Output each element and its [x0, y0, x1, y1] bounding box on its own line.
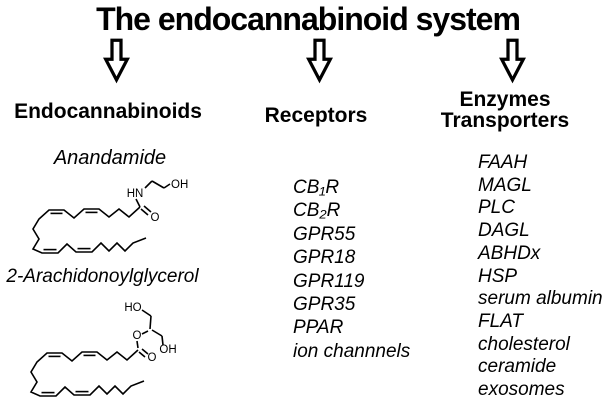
enzyme-item: MAGL	[478, 174, 532, 196]
hydroxyl-atom-label: OH	[171, 179, 188, 191]
acyl-chain-skeleton	[30, 349, 145, 397]
carbonyl-oxygen-label: O	[151, 212, 160, 224]
enzyme-item: PLC	[478, 197, 515, 219]
hydroxyl-top-atom-label: HO	[124, 302, 141, 314]
receptor-item: PPAR	[293, 317, 344, 339]
anandamide-label: Anandamide	[53, 147, 167, 169]
page-title: The endocannabinoid system	[96, 1, 521, 37]
down-arrow-icon	[103, 38, 130, 84]
receptor-item: CB₂R	[293, 200, 341, 222]
acyl-chain-skeleton	[32, 206, 147, 254]
arachidonoylglycerol-label: 2-Arachidonoylglycerol	[6, 266, 199, 287]
enzyme-item: ABHDx	[478, 242, 541, 264]
ester-oxygen-label: O	[133, 330, 142, 342]
receptor-item: CB₁R	[293, 177, 340, 198]
receptor-item: GPR55	[293, 223, 356, 245]
endocannabinoids-header: Endocannabinoids	[14, 100, 202, 123]
receptor-item: ion channnels	[293, 340, 411, 362]
enzymes-header-line: Enzymes	[459, 88, 551, 111]
arachidonoylglycerol-structure: HO O OH O	[30, 302, 177, 397]
enzyme-item: FAAH	[478, 152, 528, 173]
receptor-item: GPR18	[293, 247, 356, 269]
enzymes-transporters-list: FAAH MAGL PLC DAGL ABHDx HSP serum album…	[478, 152, 603, 402]
amine-atom-label: HN	[127, 188, 144, 200]
receptors-list: CB₁R CB₂R GPR55 GPR18 GPR119 GPR35 PPAR …	[293, 176, 410, 363]
enzyme-item: serum albumin	[478, 288, 603, 310]
carbonyl-oxygen-label: O	[148, 352, 157, 364]
enzymes-transporters-header: Enzymes Transporters	[405, 89, 605, 131]
enzyme-item: FLAT	[478, 310, 524, 332]
down-arrow-icon	[306, 38, 333, 84]
receptor-item: GPR119	[293, 270, 365, 292]
enzyme-item: DAGL	[478, 220, 530, 242]
receptors-header: Receptors	[264, 104, 368, 127]
transporters-header-line: Transporters	[440, 109, 570, 132]
anandamide-structure: HN OH O	[32, 179, 188, 254]
down-arrow-icon	[499, 38, 526, 84]
enzyme-item: exosomes	[478, 379, 565, 401]
hydroxyl-bottom-atom-label: OH	[159, 344, 176, 356]
receptor-item: GPR35	[293, 294, 356, 316]
enzyme-item: cholesterol	[478, 333, 570, 355]
enzyme-item: ceramide	[478, 356, 557, 378]
enzyme-item: HSP	[478, 265, 518, 287]
